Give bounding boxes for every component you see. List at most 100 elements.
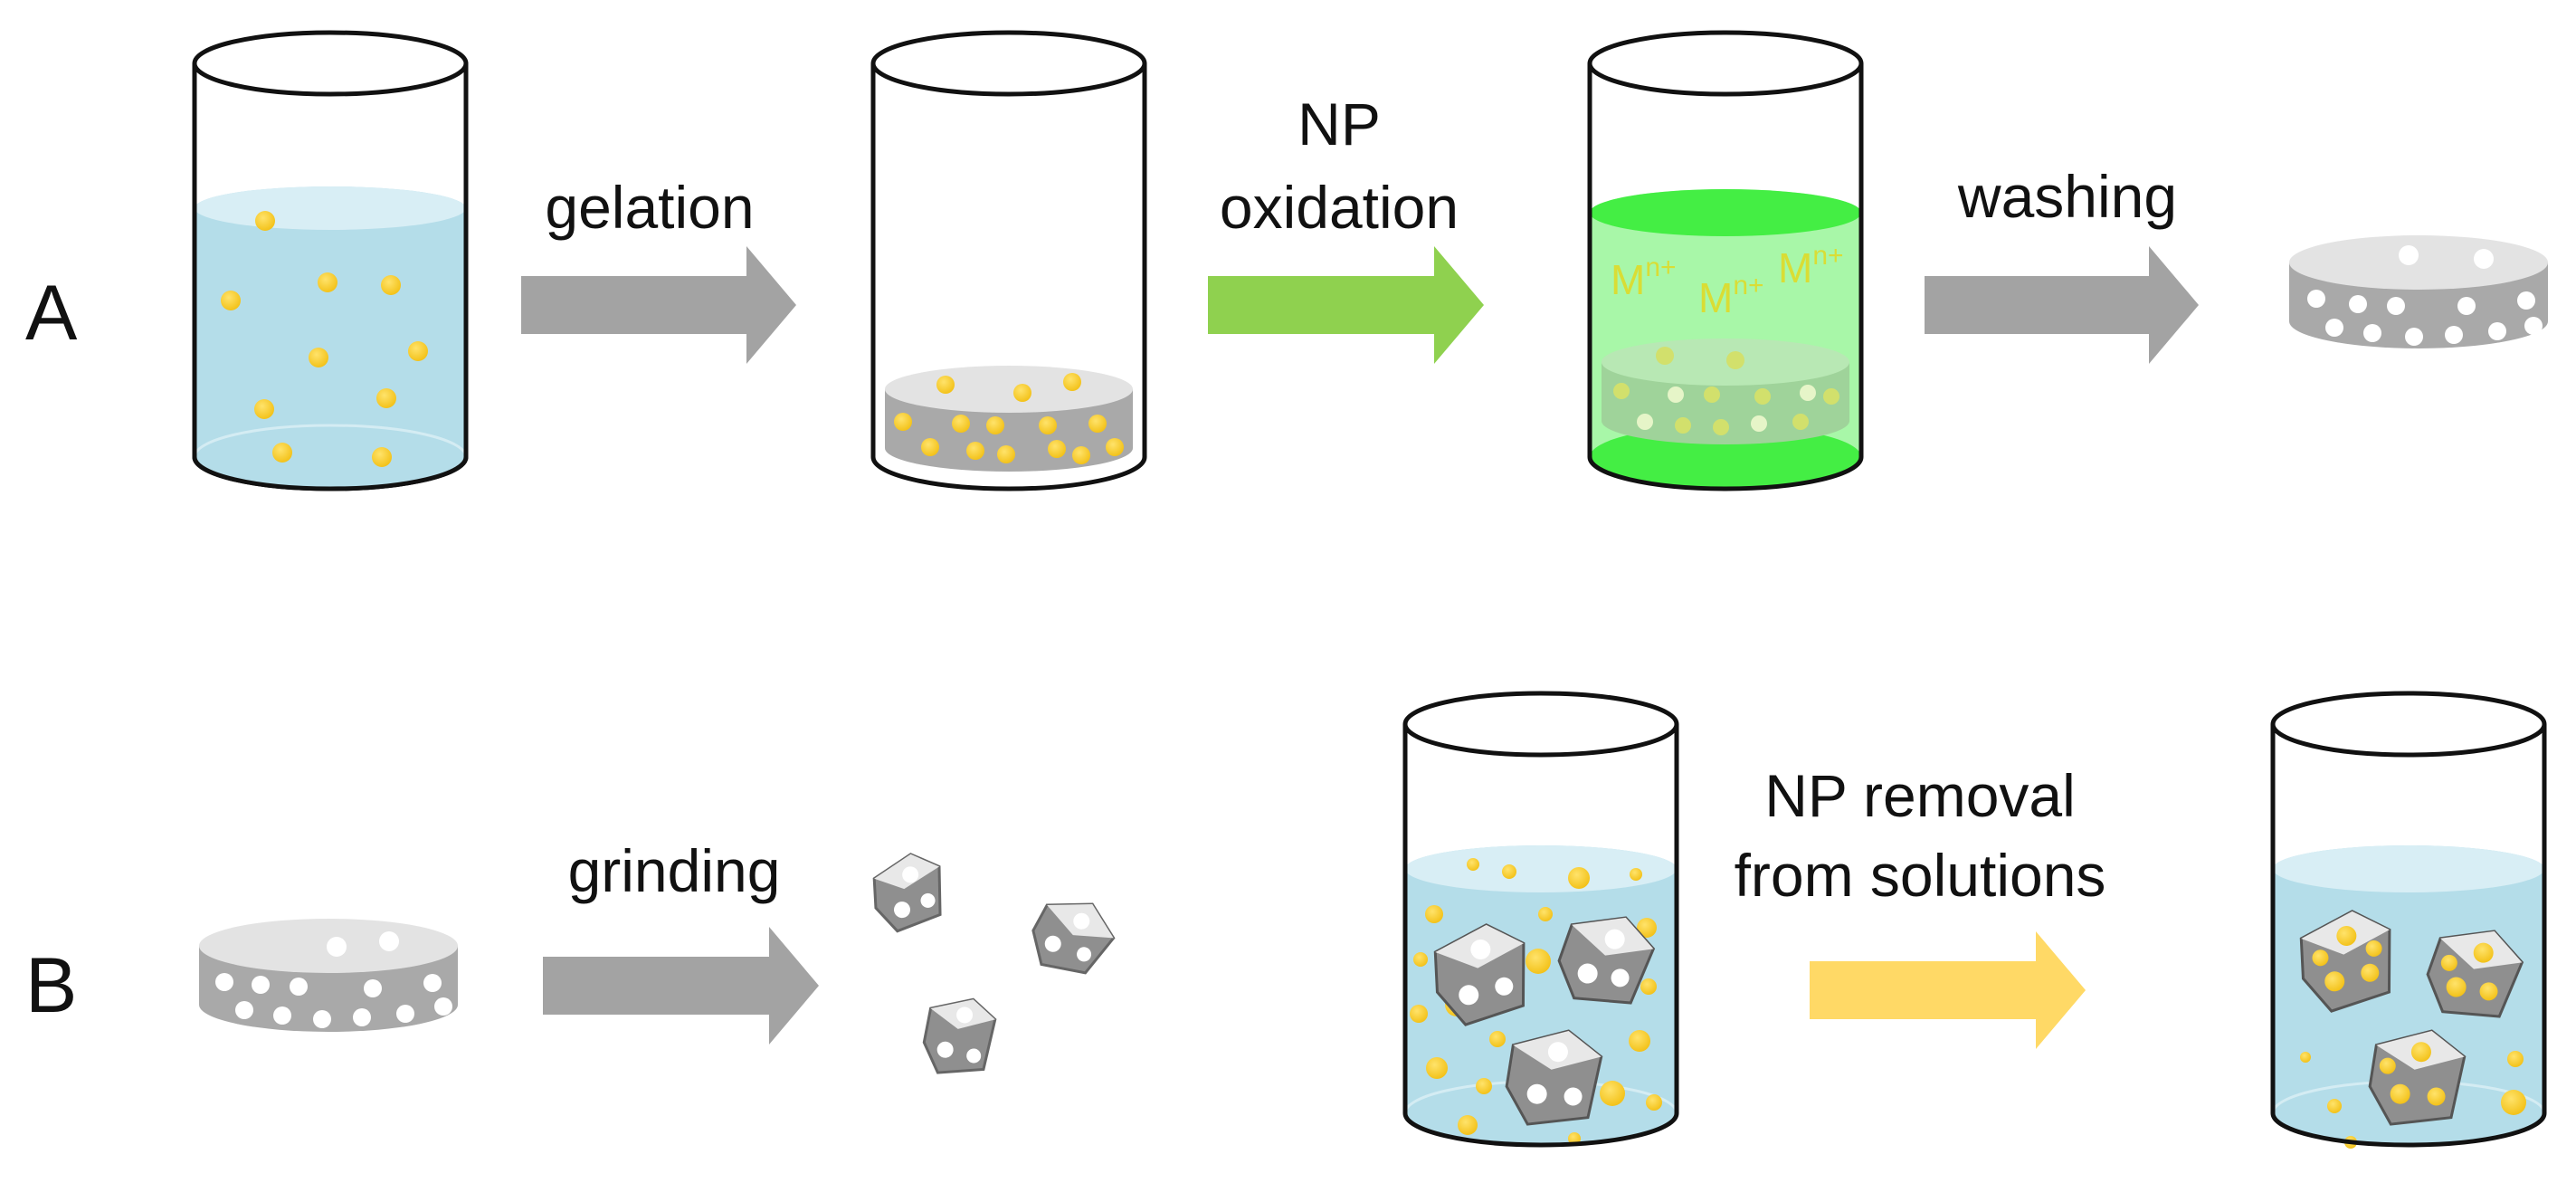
gelation-arrow xyxy=(521,246,796,364)
solution-surface xyxy=(1590,189,1861,236)
grinding-arrow xyxy=(543,927,819,1045)
pore xyxy=(235,1001,253,1019)
pore xyxy=(2474,249,2494,269)
grinding-label: grinding xyxy=(568,837,781,904)
pore xyxy=(290,978,308,996)
pore xyxy=(364,979,382,997)
gelation-label: gelation xyxy=(545,174,754,241)
nanoparticle xyxy=(1726,351,1744,369)
beaker-nanoparticles-adsorbed xyxy=(2270,691,2547,1149)
nanoparticle xyxy=(318,272,337,292)
np-oxidation-arrow xyxy=(1208,246,1484,364)
pore xyxy=(1751,415,1767,432)
gel-fragment xyxy=(872,853,942,933)
np-oxidation-label-line1: NP xyxy=(1298,91,1381,157)
gel-disc xyxy=(1602,362,1849,444)
porous-gel-disc xyxy=(199,919,458,1032)
pore xyxy=(2387,297,2405,315)
np-removal-label-line1: NP removal xyxy=(1764,762,2076,829)
beaker-oxidizing-solution: Mn+ Mn+ Mn+ xyxy=(1587,30,1864,491)
beaker-fragments-in-np-solution xyxy=(1402,691,1679,1148)
np-oxidation-label-line2: oxidation xyxy=(1220,174,1459,241)
nanoparticle xyxy=(936,376,955,394)
nanoparticle xyxy=(376,388,396,408)
gel-fragment xyxy=(922,997,997,1074)
svg-text:Mn+: Mn+ xyxy=(1611,253,1677,303)
pore xyxy=(2307,290,2325,308)
pore xyxy=(252,976,270,994)
pore xyxy=(327,937,347,957)
row-a-label: A xyxy=(25,270,78,357)
gel-fragment xyxy=(1557,916,1656,1005)
nanoparticle xyxy=(1048,440,1066,458)
pore xyxy=(2445,326,2463,344)
nanoparticle xyxy=(381,275,401,295)
nanoparticle xyxy=(1823,388,1839,405)
nanoparticle xyxy=(1088,415,1107,433)
gel-fragment xyxy=(2426,930,2524,1018)
metal-ion-label: Mn+ xyxy=(1698,271,1764,321)
pore xyxy=(1668,386,1684,403)
washing-label: washing xyxy=(1957,163,2177,230)
pore xyxy=(1800,385,1816,401)
pore xyxy=(379,931,399,951)
gel-fragment xyxy=(1031,902,1116,975)
metal-ion-label: Mn+ xyxy=(1778,241,1844,291)
nanoparticle xyxy=(254,399,274,419)
nanoparticle xyxy=(221,291,241,310)
nanoparticle xyxy=(309,348,328,367)
nanoparticle xyxy=(1072,446,1090,464)
nanoparticle xyxy=(255,211,275,231)
gel-disc xyxy=(885,389,1133,472)
pore xyxy=(2517,291,2535,310)
pore xyxy=(2488,322,2506,340)
pore xyxy=(273,1006,291,1025)
nanoparticle xyxy=(921,438,939,456)
svg-text:Mn+: Mn+ xyxy=(1698,271,1764,321)
pore xyxy=(353,1008,371,1026)
nanoparticle xyxy=(1106,438,1124,456)
nanoparticle xyxy=(1713,419,1729,435)
pore xyxy=(2405,328,2423,346)
nanoparticle xyxy=(894,413,912,431)
nanoparticle xyxy=(372,447,392,467)
nanoparticle xyxy=(1656,347,1674,365)
nanoparticle xyxy=(997,445,1015,463)
pore xyxy=(2363,324,2381,342)
washing-arrow xyxy=(1925,246,2199,364)
pore xyxy=(2524,317,2543,335)
nanoparticle xyxy=(1754,388,1771,405)
pore xyxy=(396,1005,414,1023)
nanoparticle xyxy=(1613,383,1630,399)
nanoparticle xyxy=(966,442,984,460)
pore xyxy=(2457,297,2476,315)
nanoparticle xyxy=(272,443,292,463)
row-b-label: B xyxy=(25,942,77,1029)
nanoparticle xyxy=(1704,386,1720,403)
nanoparticle xyxy=(1675,417,1691,434)
pore xyxy=(434,997,452,1016)
np-removal-label-line2: from solutions xyxy=(1735,842,2106,909)
gel-fragment xyxy=(2368,1029,2467,1126)
beaker-solution-with-nanoparticles xyxy=(192,30,469,491)
pore xyxy=(2349,295,2367,313)
pore xyxy=(313,1010,331,1028)
nanoparticle xyxy=(1013,384,1031,402)
porous-gel-disc xyxy=(2289,235,2548,348)
metal-ion-label: Mn+ xyxy=(1611,253,1677,303)
gel-fragment xyxy=(2299,910,2391,1013)
gel-fragment xyxy=(1505,1029,1603,1126)
pore xyxy=(215,973,233,991)
nanoparticle xyxy=(1792,414,1809,430)
pore xyxy=(2325,319,2343,337)
pore xyxy=(1637,414,1653,430)
svg-text:Mn+: Mn+ xyxy=(1778,241,1844,291)
nanoparticle xyxy=(1039,416,1057,434)
beaker-gel-with-nanoparticles xyxy=(870,30,1147,491)
nanoparticle xyxy=(1063,373,1081,391)
gel-fragment xyxy=(1433,923,1526,1026)
pore xyxy=(2399,245,2419,265)
nanoparticle xyxy=(986,416,1004,434)
np-removal-arrow xyxy=(1810,931,2086,1049)
